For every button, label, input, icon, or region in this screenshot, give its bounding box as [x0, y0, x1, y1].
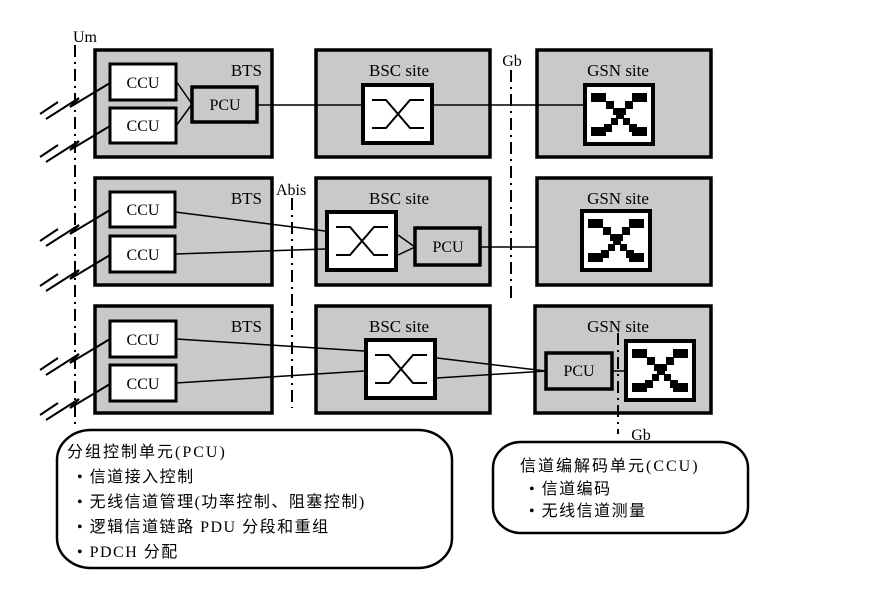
link-ccu2b-switch2	[174, 248, 326, 255]
ccu-callout-item-2: • 无线信道测量	[529, 502, 647, 520]
pcu-label: PCU	[563, 363, 595, 380]
pcu-label: PCU	[209, 97, 241, 114]
link-ccu1a-pcu1	[175, 80, 193, 105]
pcu-label: PCU	[432, 239, 464, 256]
router-icon	[583, 83, 655, 146]
gsn-label-row2: GSN site	[587, 189, 649, 208]
link-switch3-pcu3-b	[436, 370, 547, 379]
link-ccu2a-switch2	[174, 211, 326, 232]
pcu-callout-box	[55, 428, 454, 570]
gb-interface-label-bottom: Gb	[631, 427, 651, 444]
ccu-label: CCU	[127, 202, 160, 219]
gsn-label-row3: GSN site	[587, 317, 649, 336]
switch-icon	[325, 210, 398, 272]
connector-lines	[174, 80, 624, 384]
ccu-label: CCU	[127, 376, 160, 393]
ccu-callout-item-1: • 信道编码	[529, 480, 612, 498]
bsc-label-row3: BSC site	[369, 317, 429, 336]
link-switch2-pcu2-a	[397, 234, 416, 248]
link-ccu3b-switch3	[175, 370, 365, 384]
link-switch2-pcu2-b	[397, 246, 416, 256]
ccu-box-row3-b	[108, 363, 178, 403]
pcu-callout-title: 分组控制单元(PCU)	[67, 443, 227, 461]
gsn-label-row1: GSN site	[587, 61, 649, 80]
bsc-label-row1: BSC site	[369, 61, 429, 80]
switch-icon	[361, 83, 434, 145]
ccu-box-row1-a	[108, 62, 178, 102]
link-ccu3a-switch3	[175, 338, 365, 352]
ccu-label: CCU	[127, 75, 160, 92]
bts-label-row1: BTS	[231, 61, 262, 80]
router-icon	[580, 209, 652, 272]
link-ccu1b-pcu1	[175, 103, 193, 127]
bts-label-row2: BTS	[231, 189, 262, 208]
pcu-callout-item-2: • 无线信道管理(功率控制、阻塞控制)	[77, 493, 366, 511]
ccu-label: CCU	[127, 332, 160, 349]
interface-lines	[74, 45, 619, 434]
pcu-callout-item-1: • 信道接入控制	[77, 468, 195, 486]
pcu-callout-item-4: • PDCH 分配	[77, 543, 179, 561]
um-interface-label: Um	[73, 29, 98, 46]
bts-label-row3: BTS	[231, 317, 262, 336]
pcu-callout-item-3: • 逻辑信道链路 PDU 分段和重组	[77, 518, 330, 536]
ccu-callout-title: 信道编解码单元(CCU)	[520, 457, 700, 475]
ccu-label: CCU	[127, 247, 160, 264]
gb-interface-label-top: Gb	[502, 53, 522, 70]
link-switch3-pcu3-a	[436, 357, 547, 372]
switch-icon	[364, 338, 437, 400]
router-icon	[624, 339, 696, 402]
ccu-callout-box	[491, 440, 750, 535]
ccu-label: CCU	[127, 118, 160, 135]
abis-interface-label: Abis	[276, 182, 306, 199]
bsc-label-row2: BSC site	[369, 189, 429, 208]
ccu-box-row2-a	[108, 190, 177, 229]
